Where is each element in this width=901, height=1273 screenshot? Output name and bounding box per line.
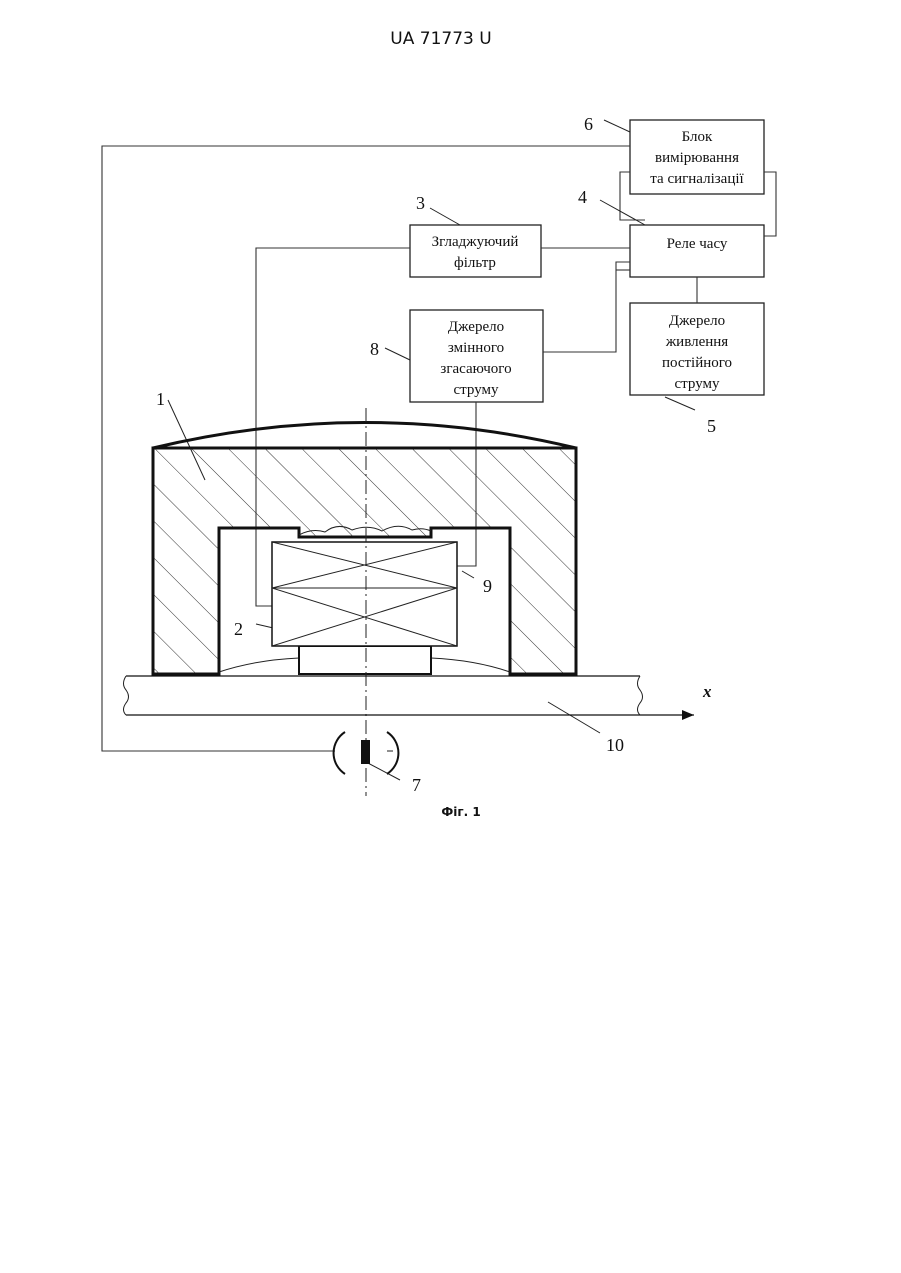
ref-number-7: 7 <box>412 775 421 795</box>
ref-number-4: 4 <box>578 187 587 207</box>
smoothing-filter-block: Згладжуючий фільтр <box>410 225 541 277</box>
dc-source-line-4: струму <box>675 376 720 392</box>
ac-source-line-4: струму <box>454 382 499 398</box>
dc-source-line-3: постійного <box>662 355 732 371</box>
ref-number-10: 10 <box>606 735 624 755</box>
ref-number-9: 9 <box>483 576 492 596</box>
filter-line-1: Згладжуючий <box>432 234 519 250</box>
time-relay-label: Реле часу <box>667 236 728 252</box>
dc-source-line-2: живлення <box>665 334 728 350</box>
ac-source-line-1: Джерело <box>448 319 504 335</box>
ac-source-line-2: змінного <box>448 340 504 356</box>
time-relay-block: Реле часу <box>630 225 764 277</box>
measurement-block-line-2: вимірювання <box>655 150 739 166</box>
ref-number-2: 2 <box>234 619 243 639</box>
figure-caption: Фіг. 1 <box>441 805 480 819</box>
dc-power-source-block: Джерело живлення постійного струму <box>630 303 764 395</box>
x-axis-label: x <box>702 682 712 701</box>
ac-decaying-source-block: Джерело змінного згасаючого струму <box>410 310 543 402</box>
filter-line-2: фільтр <box>454 255 496 271</box>
measurement-signalization-block: Блок вимірювання та сигналізації <box>630 120 764 194</box>
ref-number-5: 5 <box>707 416 716 436</box>
ref-number-6: 6 <box>584 114 593 134</box>
ref-number-8: 8 <box>370 339 379 359</box>
magnetizing-coil <box>272 542 457 646</box>
ac-source-line-3: згасаючого <box>440 361 511 377</box>
dc-source-line-1: Джерело <box>669 313 725 329</box>
measurement-block-line-1: Блок <box>682 129 713 145</box>
ref-number-3: 3 <box>416 193 425 213</box>
tested-plate <box>124 676 695 720</box>
ref-number-1: 1 <box>156 389 165 409</box>
document-number: UA 71773 U <box>390 29 491 49</box>
measurement-block-line-3: та сигналізації <box>650 171 744 187</box>
